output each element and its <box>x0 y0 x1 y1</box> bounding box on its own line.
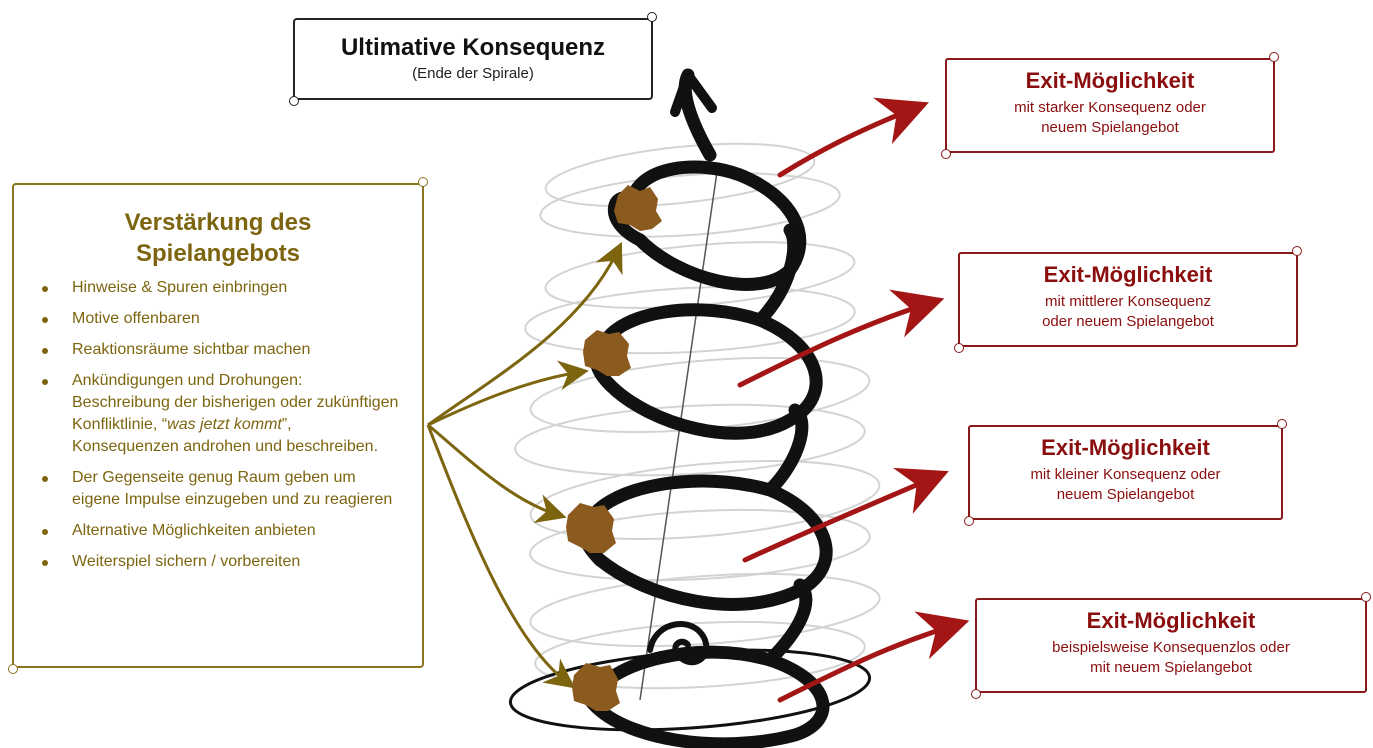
reinforcement-scroll: Verstärkung des Spielangebots Hinweise &… <box>8 177 428 674</box>
exit-desc: oder neuem Spielangebot <box>1042 313 1214 330</box>
gold-arrow-3 <box>427 423 567 524</box>
exit-scroll-2: Exit-Möglichkeit mit mittlerer Konsequen… <box>954 246 1302 353</box>
scroll-curl-icon <box>1277 419 1287 429</box>
exit-desc: neuem Spielangebot <box>1056 486 1195 503</box>
exit-title: Exit-Möglichkeit <box>1043 262 1213 287</box>
exit-scroll-4: Exit-Möglichkeit beispielsweise Konseque… <box>971 592 1371 699</box>
scroll-curl-icon <box>1361 592 1371 602</box>
scroll-curl-icon <box>971 689 981 699</box>
knot-node-3 <box>566 503 616 553</box>
exit-desc: mit neuem Spielangebot <box>1090 659 1252 676</box>
exit-desc: mit starker Konsequenz oder <box>1014 99 1206 116</box>
exit-arrow-3 <box>742 467 949 563</box>
list-item: Hinweise & Spuren einbringen <box>38 277 402 299</box>
exit-title: Exit-Möglichkeit <box>1025 68 1195 93</box>
exit-scroll-1: Exit-Möglichkeit mit starker Konsequenz … <box>941 52 1279 159</box>
list-item: Motive offenbaren <box>38 308 402 330</box>
spiral-axis <box>639 164 719 701</box>
exit-title: Exit-Möglichkeit <box>1041 435 1210 460</box>
scroll-curl-icon <box>647 12 657 22</box>
knot-nodes <box>566 185 662 711</box>
knot-node-2 <box>583 330 631 376</box>
exit-desc: beispielsweise Konsequenzlos oder <box>1052 639 1290 656</box>
list-item: Der Gegenseite genug Raum geben um eigen… <box>38 467 402 511</box>
reinforcement-arrows <box>426 241 623 689</box>
gold-arrow-4 <box>426 424 576 689</box>
list-item: Alternative Möglichkeiten anbieten <box>38 520 402 542</box>
exit-arrow-2 <box>737 289 945 388</box>
scroll-curl-icon <box>941 149 951 159</box>
list-item: Ankündigungen und Drohungen: Beschreibun… <box>38 370 402 458</box>
scroll-curl-icon <box>1292 246 1302 256</box>
exit-desc: neuem Spielangebot <box>1041 119 1179 136</box>
list-item: Weiterspiel sichern / vorbereiten <box>38 551 402 573</box>
list-item: Reaktionsräume sichtbar machen <box>38 339 402 361</box>
ultimate-subtitle: (Ende der Spirale) <box>412 65 534 82</box>
scroll-curl-icon <box>954 343 964 353</box>
sketch-swirls <box>514 142 881 690</box>
reinforcement-title: Verstärkung des Spielangebots <box>124 209 312 267</box>
knot-node-1 <box>614 185 662 231</box>
scroll-curl-icon <box>1269 52 1279 62</box>
exit-arrow-1 <box>777 97 929 178</box>
scroll-curl-icon <box>289 96 299 106</box>
scroll-curl-icon <box>418 177 428 187</box>
exit-desc: mit kleiner Konsequenz oder <box>1030 466 1221 483</box>
scroll-curl-icon <box>964 516 974 526</box>
exit-title: Exit-Möglichkeit <box>1086 608 1256 633</box>
reinforcement-list: Hinweise & Spuren einbringen Motive offe… <box>14 277 422 573</box>
gold-arrow-1 <box>427 241 623 427</box>
ultimate-consequence-scroll: Ultimative Konsequenz (Ende der Spirale) <box>289 12 657 106</box>
exit-arrows <box>737 97 970 703</box>
exit-desc: mit mittlerer Konsequenz <box>1045 293 1211 310</box>
spiral-base-ring <box>508 648 872 732</box>
knot-node-4 <box>572 663 620 711</box>
ultimate-title: Ultimative Konsequenz <box>340 34 606 61</box>
scroll-curl-icon <box>8 664 18 674</box>
spiral <box>577 68 833 748</box>
gold-arrow-2 <box>427 360 589 427</box>
exit-arrow-4 <box>777 611 970 703</box>
exit-scroll-3: Exit-Möglichkeit mit kleiner Konsequenz … <box>964 419 1287 526</box>
